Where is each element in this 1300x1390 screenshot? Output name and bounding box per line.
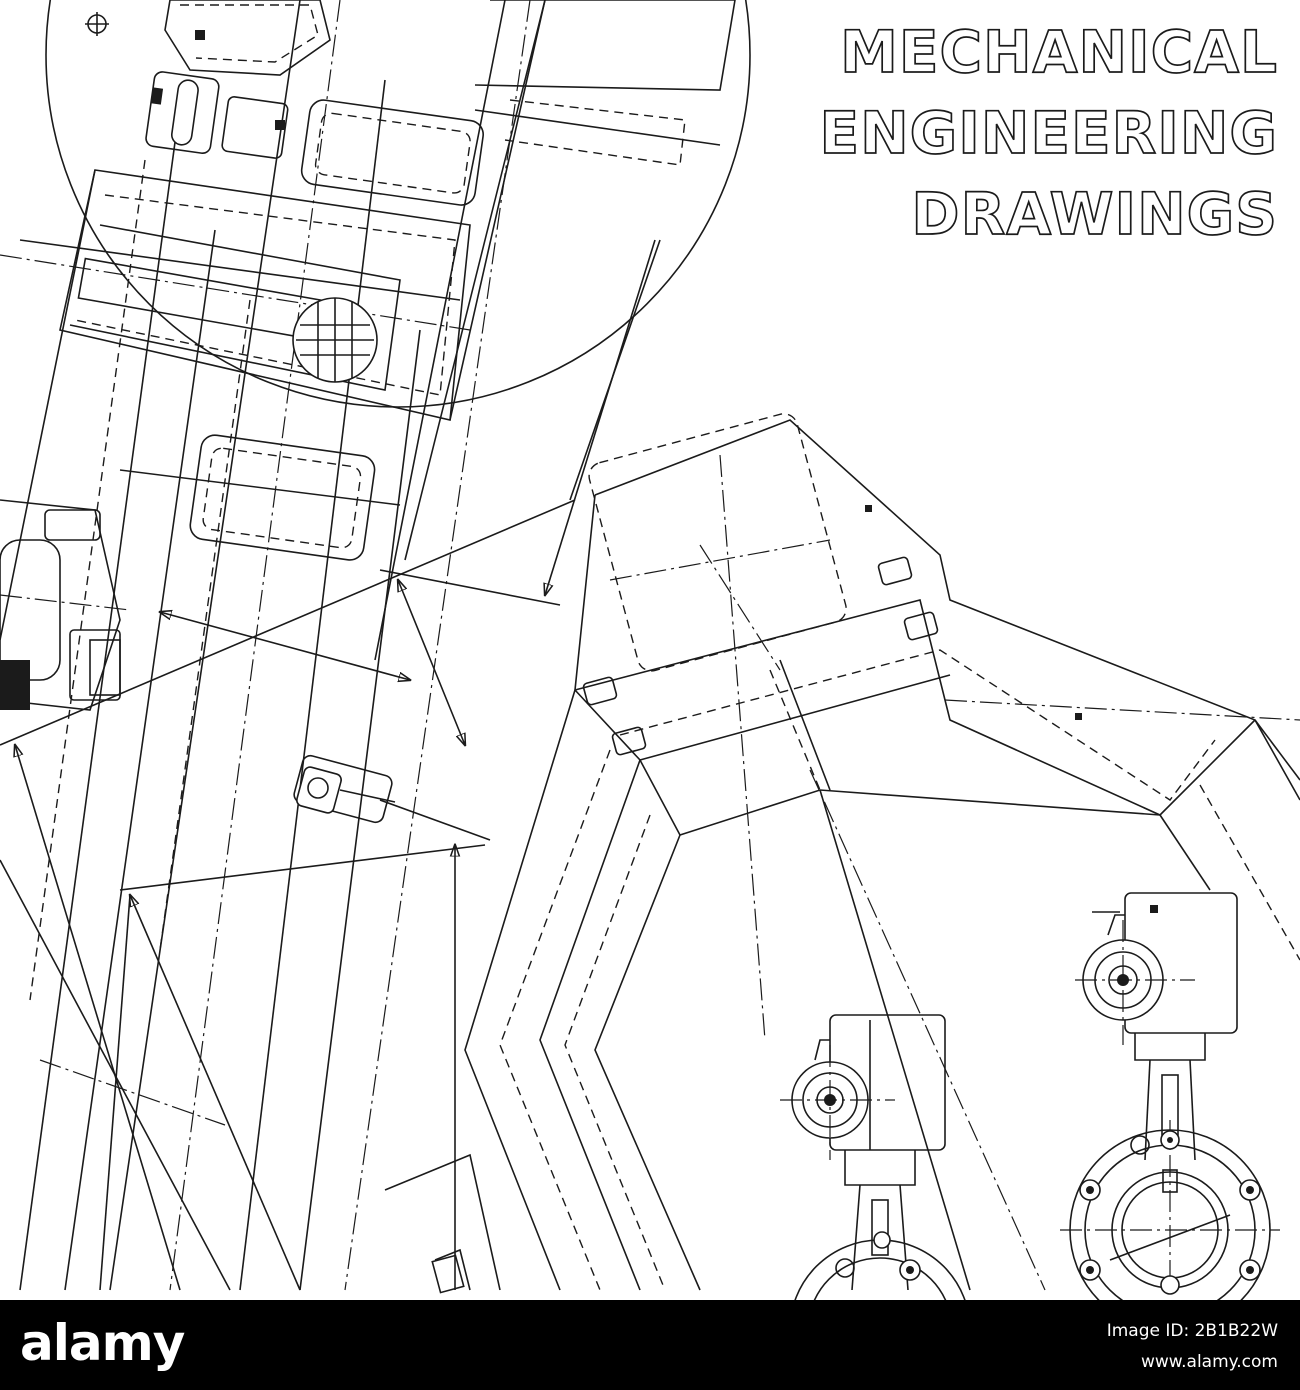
brand-logo: alamy [20, 1314, 185, 1372]
image-meta: Image ID: 2B1B22W www.alamy.com [1107, 1316, 1278, 1378]
bolt-icon [1079, 1130, 1261, 1295]
valve-icon [780, 1014, 966, 1300]
bolt-icon [293, 754, 396, 824]
title-line-2: ENGINEERING [819, 99, 1278, 167]
lower-fitting [384, 1153, 501, 1294]
bolt-icon [582, 556, 939, 756]
drawing-title: MECHANICAL ENGINEERING DRAWINGS [819, 17, 1278, 249]
title-line-3: DRAWINGS [911, 180, 1278, 248]
dimension-lines [0, 239, 661, 1291]
valve-icon [1060, 892, 1280, 1300]
bolt-icon [873, 1231, 921, 1281]
title-line-1: MECHANICAL [840, 18, 1278, 86]
hexagonal-pipe-frame [464, 413, 1300, 1291]
image-id: Image ID: 2B1B22W [1106, 1321, 1278, 1341]
diagonal-shaft-assembly [0, 0, 736, 1291]
site-url: www.alamy.com [1140, 1352, 1278, 1372]
detail-circle [45, 0, 751, 408]
watermark-footer: alamy Image ID: 2B1B22W www.alamy.com [0, 1300, 1300, 1390]
engineering-drawing: MECHANICAL ENGINEERING DRAWINGS [0, 0, 1300, 1300]
